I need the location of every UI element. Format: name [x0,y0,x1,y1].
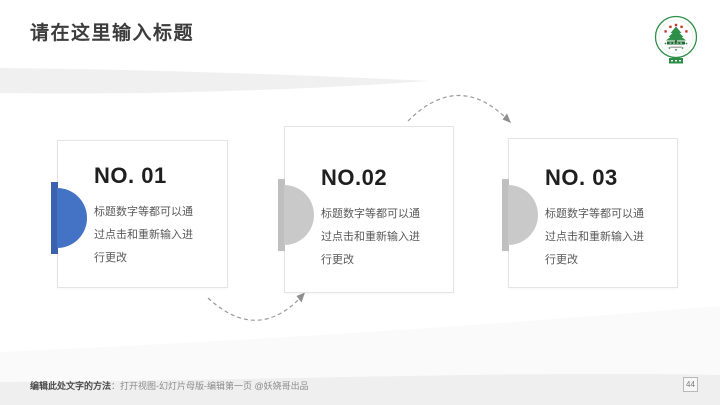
arrow-2-3-icon [407,94,511,123]
card1-body[interactable]: 标题数字等都可以通 过点击和重新输入进 行更改 [94,201,193,270]
logo-top-arc-text [664,23,688,33]
card3-body[interactable]: 标题数字等都可以通 过点击和重新输入进 行更改 [545,203,644,272]
card2-number[interactable]: NO.02 [321,165,388,190]
card2-body-line1: 标题数字等都可以通 [321,208,420,220]
card3-accent-bar [502,179,509,251]
card1-body-line1: 标题数字等都可以通 [94,206,193,218]
card1-body-line2: 过点击和重新输入进 [94,229,193,241]
slide-title[interactable]: 请在这里输入标题 [30,23,195,44]
logo-ground-band [667,41,685,45]
card2-accent-bar [278,179,285,251]
top-left-swoosh [0,68,430,94]
step-card-3[interactable]: NO. 03 标题数字等都可以通 过点击和重新输入进 行更改 [502,138,678,288]
card1-body-line3: 行更改 [94,252,127,264]
card2-accent-semicircle [284,185,314,245]
step-card-2[interactable]: NO.02 标题数字等都可以通 过点击和重新输入进 行更改 [278,126,454,293]
card1-number[interactable]: NO. 01 [94,163,167,188]
logo-banner [669,58,683,64]
footer-note-text: ：打开视图-幻灯片母版-编辑第一页 @妖娆哥出品 [111,381,309,391]
card3-body-line2: 过点击和重新输入进 [545,231,644,243]
logo-inner-ring [658,19,694,55]
card1-accent-bar [51,182,58,254]
card3-number[interactable]: NO. 03 [545,165,618,190]
logo-small-text-row [670,46,682,48]
logo-band-text [669,42,682,44]
card2-body-line2: 过点击和重新输入进 [321,231,420,243]
step-card-1[interactable]: NO. 01 标题数字等都可以通 过点击和重新输入进 行更改 [51,140,228,288]
school-emblem-logo [654,15,698,64]
card2-body[interactable]: 标题数字等都可以通 过点击和重新输入进 行更改 [321,203,420,272]
footer-note: 编辑此处文字的方法：打开视图-幻灯片母版-编辑第一页 @妖娆哥出品 [30,380,309,392]
card3-accent-semicircle [508,185,538,245]
footer-note-label: 编辑此处文字的方法 [30,381,112,391]
logo-bottom-arc-text [664,42,688,51]
card3-body-line3: 行更改 [545,254,578,266]
card2-body-line3: 行更改 [321,254,354,266]
card3-body-line1: 标题数字等都可以通 [545,208,644,220]
arrow-1-2-icon [207,292,305,321]
page-number-badge: 44 [683,377,698,392]
card1-accent-semicircle [57,188,87,248]
